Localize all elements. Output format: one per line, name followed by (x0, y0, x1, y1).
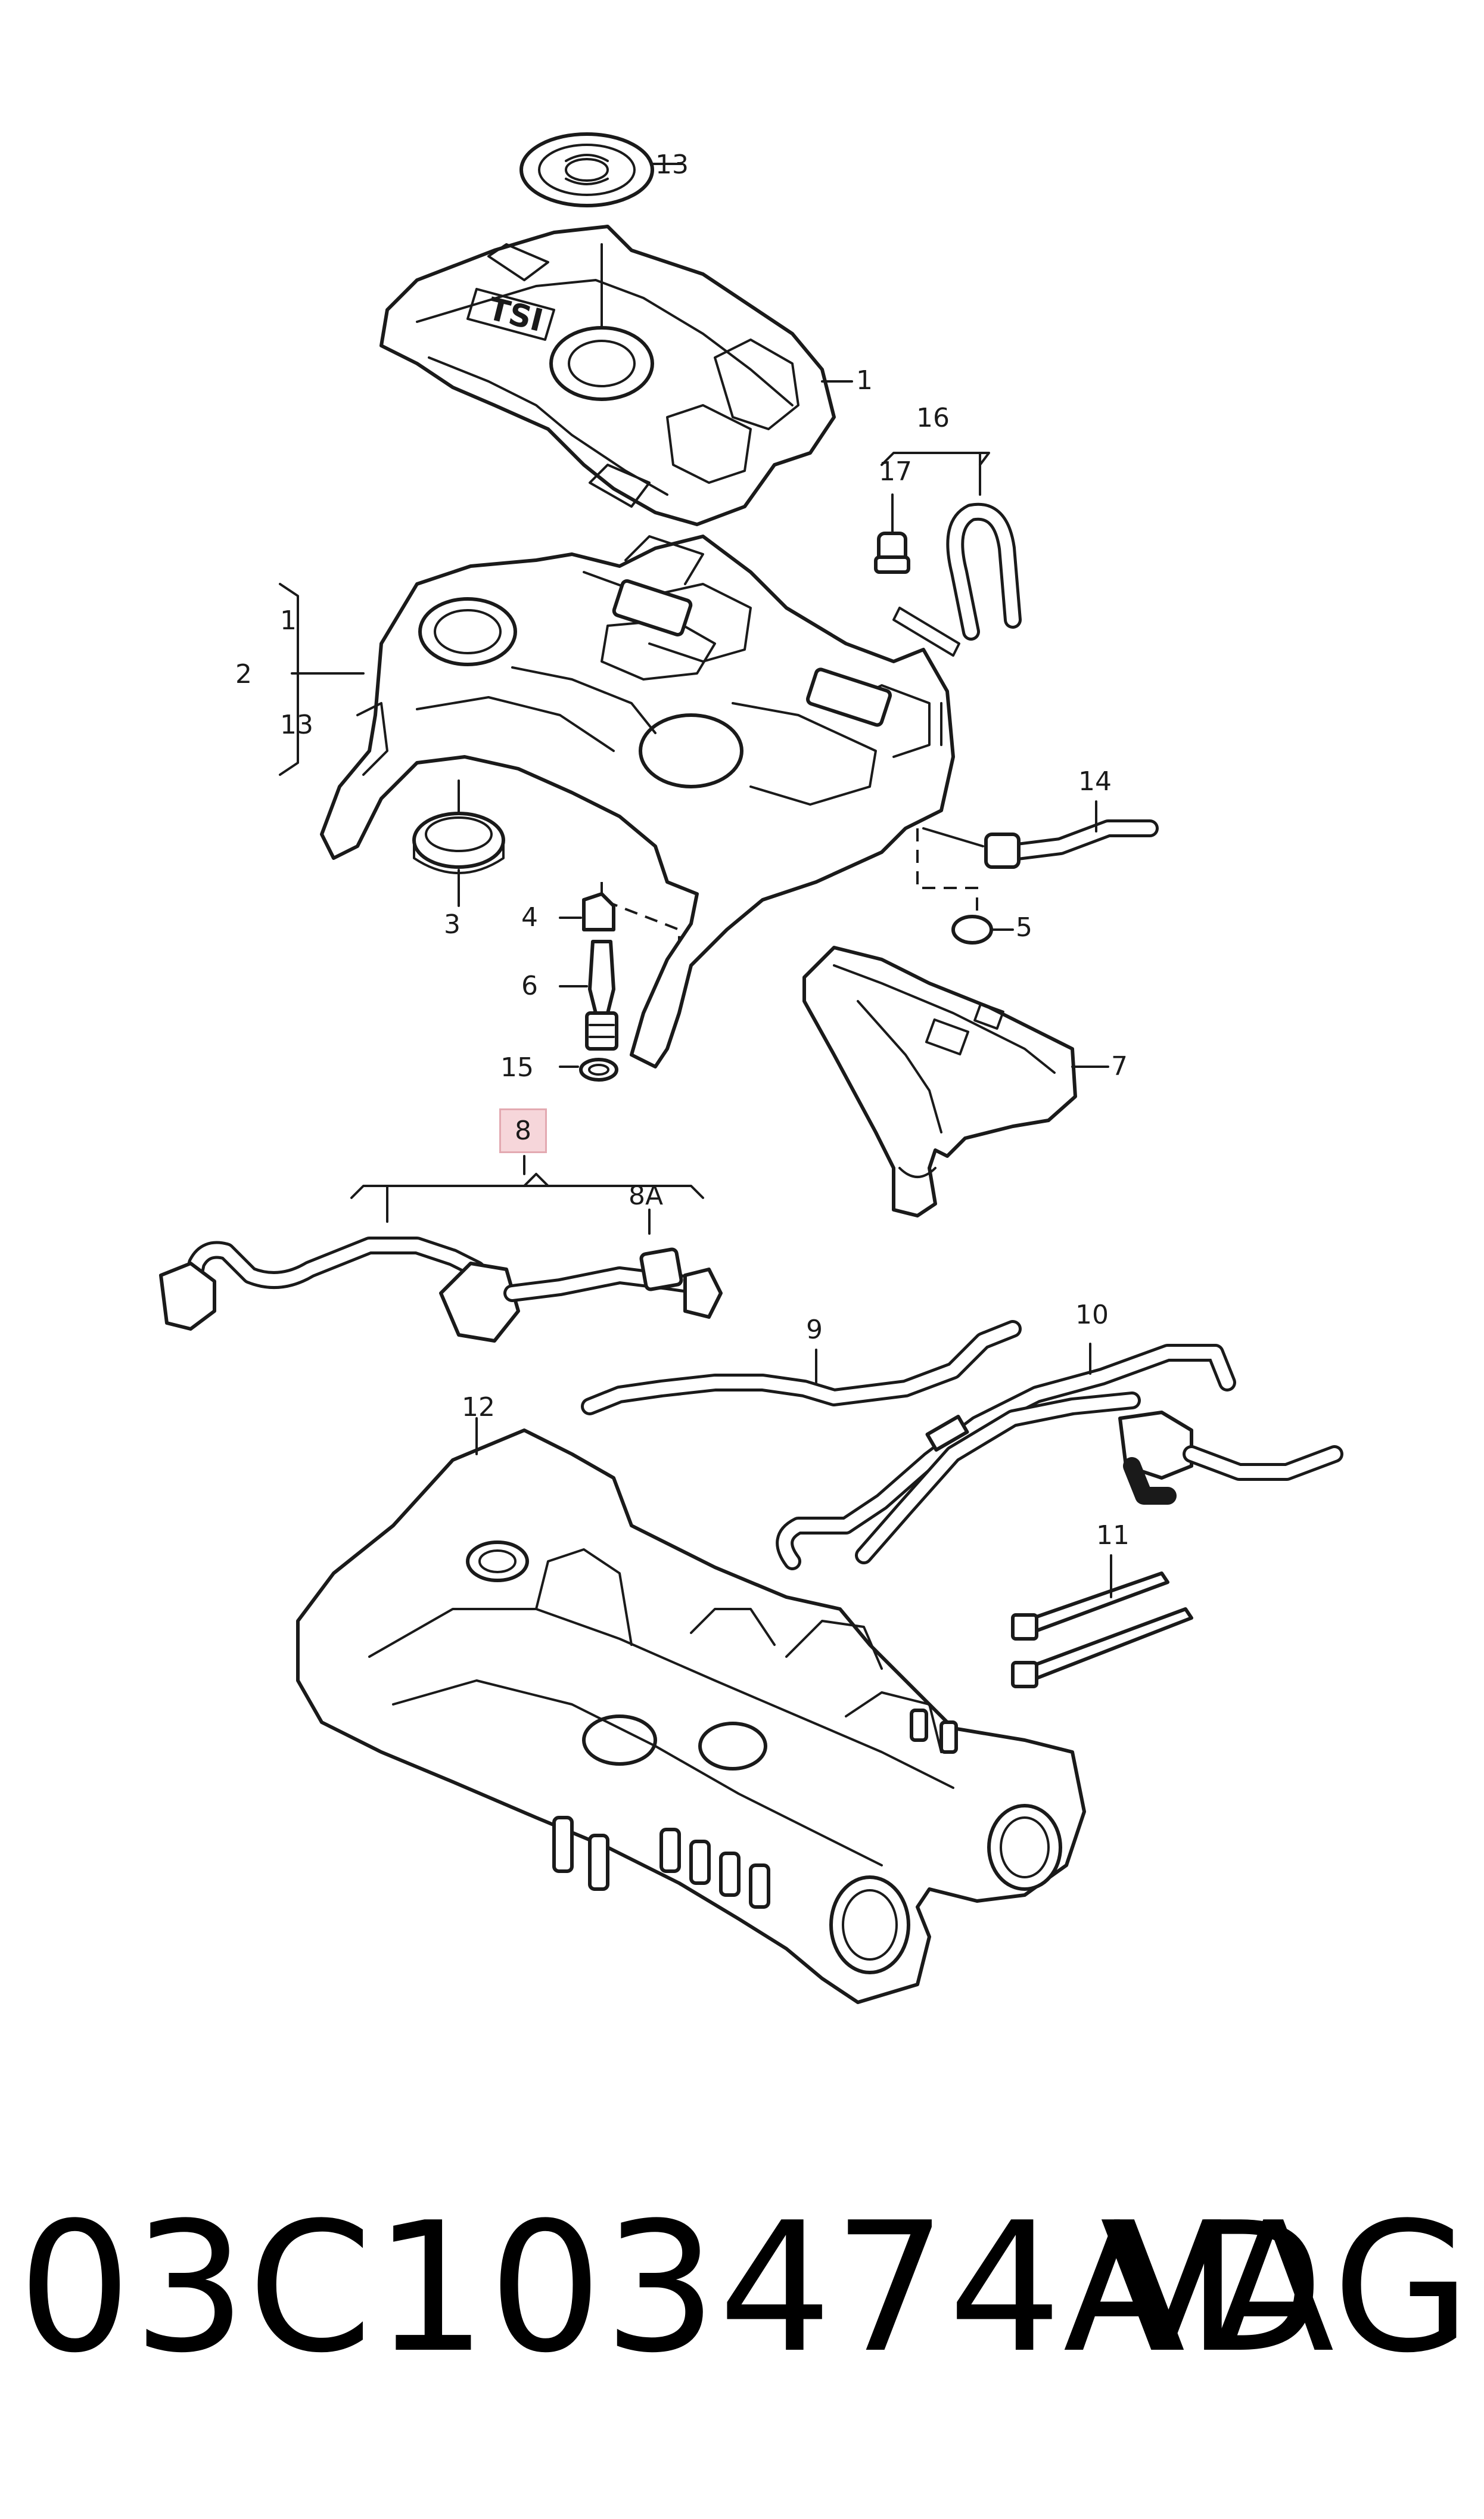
callout-4: 4 (521, 902, 538, 933)
hose-assembly-part-8 (159, 1155, 723, 1343)
callout-8-highlight: 8 (499, 1108, 547, 1153)
callout-2-sub-1: 1 (280, 605, 297, 636)
vent-hose-part-14 (922, 800, 1159, 869)
part-number: 03C103474AD (18, 2184, 1326, 2392)
parts-diagram: TSI (159, 132, 1343, 2004)
callout-10: 10 (1075, 1300, 1109, 1330)
callout-12: 12 (462, 1392, 495, 1422)
callout-16: 16 (916, 403, 950, 433)
callout-1-cover: 1 (856, 365, 873, 396)
part-footer: 03C103474AD VAG (0, 2181, 1484, 2431)
grommet-ring-part-3 (412, 779, 505, 907)
callout-15: 15 (500, 1052, 534, 1083)
fastener-stack-parts-4-6-15 (559, 882, 680, 1082)
hose-part-10 (776, 1343, 1343, 1570)
callout-7: 7 (1111, 1051, 1128, 1082)
intake-manifold-part-12 (296, 1417, 1086, 2004)
callout-8: 8 (515, 1115, 531, 1146)
emblem-cap-part-13 (519, 132, 683, 207)
cable-ties-part-11 (1011, 1554, 1193, 1688)
callout-5: 5 (1016, 912, 1032, 943)
callout-3: 3 (444, 909, 461, 940)
brand-label: VAG (1100, 2184, 1472, 2392)
callout-2-sub-13: 13 (280, 710, 313, 740)
callout-17: 17 (879, 456, 912, 487)
callout-14: 14 (1078, 766, 1112, 797)
callout-8A: 8A (629, 1181, 664, 1211)
callout-6: 6 (521, 971, 538, 1001)
callout-9: 9 (806, 1315, 823, 1345)
engine-cover-part-1: TSI (379, 225, 853, 526)
grommet-part-5 (951, 915, 1014, 945)
tray-part-7 (802, 946, 1109, 1217)
pipe-part-9 (581, 1320, 1022, 1415)
callout-11: 11 (1096, 1520, 1130, 1551)
callout-2: 2 (235, 659, 252, 689)
clip-part-17 (874, 493, 910, 574)
main-cover-part-2 (279, 535, 990, 1069)
breather-hose-part-16 (881, 452, 1022, 657)
callout-13-top: 13 (655, 150, 689, 180)
